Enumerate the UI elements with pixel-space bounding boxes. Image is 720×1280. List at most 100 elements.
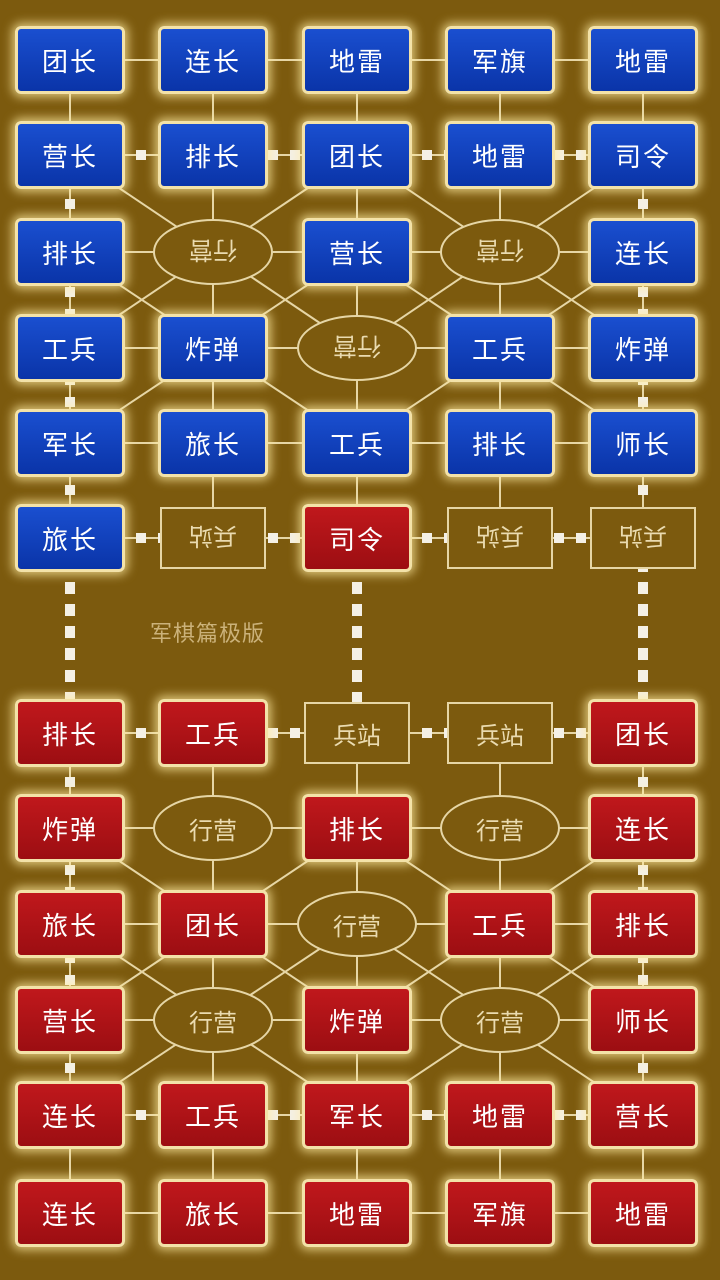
piece-red[interactable]: 司令 (302, 504, 412, 572)
piece-red[interactable]: 排长 (15, 699, 125, 767)
piece-blue[interactable]: 军旗 (445, 26, 555, 94)
piece-blue[interactable]: 军长 (15, 409, 125, 477)
piece-red[interactable]: 排长 (588, 890, 698, 958)
camp-station[interactable]: 行营 (297, 315, 417, 381)
piece-blue[interactable]: 司令 (588, 121, 698, 189)
piece-blue[interactable]: 炸弹 (158, 314, 268, 382)
piece-blue[interactable]: 团长 (302, 121, 412, 189)
piece-red[interactable]: 连长 (15, 1081, 125, 1149)
piece-blue-label: 师长 (614, 430, 671, 461)
piece-blue[interactable]: 地雷 (445, 121, 555, 189)
watermark-text: 军棋篇极版 (150, 622, 266, 647)
piece-red-label: 地雷 (328, 1200, 385, 1231)
camp-station-label: 行营 (476, 1008, 524, 1037)
camp-station-label: 行营 (476, 235, 524, 264)
piece-blue[interactable]: 旅长 (158, 409, 268, 477)
piece-blue[interactable]: 工兵 (302, 409, 412, 477)
piece-red[interactable]: 旅长 (15, 890, 125, 958)
piece-blue[interactable]: 排长 (15, 218, 125, 286)
piece-blue[interactable]: 炸弹 (588, 314, 698, 382)
piece-blue-label: 司令 (614, 142, 671, 173)
piece-red-label: 团长 (614, 720, 671, 751)
camp-station[interactable]: 行营 (153, 795, 273, 861)
piece-blue-label: 炸弹 (614, 335, 671, 366)
piece-blue[interactable]: 排长 (158, 121, 268, 189)
camp-station-label: 行营 (189, 816, 237, 845)
post-station-label: 兵站 (619, 521, 667, 550)
piece-blue[interactable]: 连长 (158, 26, 268, 94)
piece-red[interactable]: 排长 (302, 794, 412, 862)
piece-blue-label: 团长 (41, 47, 98, 78)
piece-blue-label: 连长 (184, 47, 241, 78)
piece-red[interactable]: 营长 (588, 1081, 698, 1149)
piece-red[interactable]: 工兵 (445, 890, 555, 958)
piece-red[interactable]: 炸弹 (15, 794, 125, 862)
piece-red-label: 排长 (614, 911, 671, 942)
piece-blue[interactable]: 排长 (445, 409, 555, 477)
piece-blue[interactable]: 旅长 (15, 504, 125, 572)
piece-red-label: 工兵 (184, 720, 241, 751)
post-station[interactable]: 兵站 (304, 702, 410, 764)
piece-red[interactable]: 旅长 (158, 1179, 268, 1247)
post-station[interactable]: 兵站 (447, 507, 553, 569)
piece-blue-label: 炸弹 (184, 335, 241, 366)
piece-blue[interactable]: 连长 (588, 218, 698, 286)
camp-station[interactable]: 行营 (440, 219, 560, 285)
camp-station-label: 行营 (189, 235, 237, 264)
piece-red[interactable]: 连长 (588, 794, 698, 862)
piece-red-label: 排长 (41, 720, 98, 751)
piece-red[interactable]: 团长 (588, 699, 698, 767)
post-station[interactable]: 兵站 (590, 507, 696, 569)
piece-red-label: 连长 (41, 1102, 98, 1133)
piece-blue-label: 工兵 (471, 335, 528, 366)
piece-red[interactable]: 连长 (15, 1179, 125, 1247)
piece-red[interactable]: 营长 (15, 986, 125, 1054)
post-station-label: 兵站 (476, 521, 524, 550)
piece-blue-label: 排长 (41, 239, 98, 270)
piece-blue[interactable]: 营长 (302, 218, 412, 286)
piece-blue-label: 工兵 (328, 430, 385, 461)
camp-station[interactable]: 行营 (440, 987, 560, 1053)
piece-red[interactable]: 地雷 (302, 1179, 412, 1247)
piece-red[interactable]: 地雷 (445, 1081, 555, 1149)
piece-red[interactable]: 地雷 (588, 1179, 698, 1247)
piece-blue[interactable]: 工兵 (15, 314, 125, 382)
piece-blue-label: 军长 (41, 430, 98, 461)
piece-blue-label: 地雷 (614, 47, 671, 78)
piece-red[interactable]: 军长 (302, 1081, 412, 1149)
piece-blue-label: 地雷 (328, 47, 385, 78)
piece-red[interactable]: 团长 (158, 890, 268, 958)
piece-blue[interactable]: 团长 (15, 26, 125, 94)
piece-blue-label: 连长 (614, 239, 671, 270)
piece-blue-label: 营长 (328, 239, 385, 270)
piece-blue[interactable]: 地雷 (302, 26, 412, 94)
piece-red-label: 旅长 (184, 1200, 241, 1231)
piece-red-label: 炸弹 (41, 815, 98, 846)
camp-station[interactable]: 行营 (153, 219, 273, 285)
camp-station[interactable]: 行营 (153, 987, 273, 1053)
piece-blue[interactable]: 营长 (15, 121, 125, 189)
piece-red-label: 连长 (614, 815, 671, 846)
piece-blue-label: 旅长 (184, 430, 241, 461)
piece-red[interactable]: 师长 (588, 986, 698, 1054)
camp-station[interactable]: 行营 (297, 891, 417, 957)
camp-station-label: 行营 (333, 331, 381, 360)
piece-red[interactable]: 工兵 (158, 699, 268, 767)
piece-red-label: 工兵 (471, 911, 528, 942)
piece-red-label: 工兵 (184, 1102, 241, 1133)
piece-blue[interactable]: 师长 (588, 409, 698, 477)
piece-red-label: 地雷 (471, 1102, 528, 1133)
post-station[interactable]: 兵站 (160, 507, 266, 569)
piece-blue[interactable]: 地雷 (588, 26, 698, 94)
piece-red[interactable]: 炸弹 (302, 986, 412, 1054)
piece-blue[interactable]: 工兵 (445, 314, 555, 382)
piece-red-label: 连长 (41, 1200, 98, 1231)
piece-red-label: 军旗 (471, 1200, 528, 1231)
piece-red[interactable]: 工兵 (158, 1081, 268, 1149)
piece-red-label: 营长 (41, 1007, 98, 1038)
piece-blue-label: 地雷 (471, 142, 528, 173)
post-station[interactable]: 兵站 (447, 702, 553, 764)
camp-station[interactable]: 行营 (440, 795, 560, 861)
piece-red[interactable]: 军旗 (445, 1179, 555, 1247)
